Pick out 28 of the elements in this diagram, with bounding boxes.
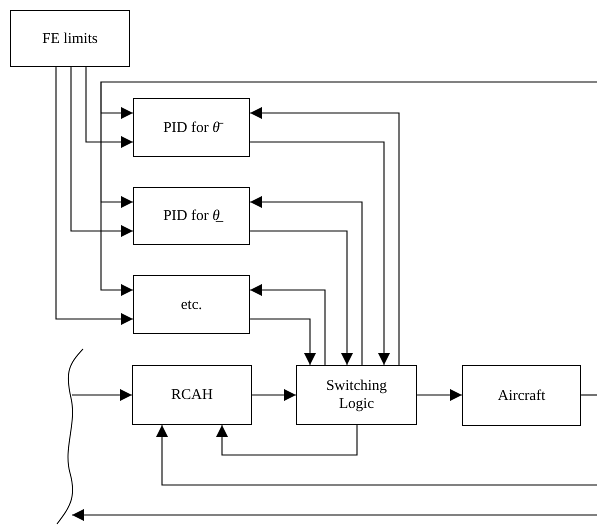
process-box [296, 365, 417, 425]
arrow [250, 196, 363, 365]
arrow [250, 230, 353, 365]
process-box [132, 365, 252, 425]
process-box [133, 98, 250, 157]
arrow [250, 284, 326, 365]
box-label: RCAH [171, 386, 213, 404]
arrow [156, 425, 597, 486]
box-label: etc. [180, 296, 202, 314]
arrow [72, 509, 597, 521]
box-label: Aircraft [498, 386, 546, 404]
arrow [55, 67, 133, 325]
arrow [216, 425, 358, 456]
box-label: FE limits [42, 30, 98, 48]
arrow [85, 67, 133, 148]
process-box [10, 10, 130, 67]
process-box [133, 187, 250, 245]
process-box [133, 275, 250, 334]
box-label: Switching Logic [325, 377, 388, 413]
arrow [252, 389, 296, 401]
arrow [250, 141, 390, 365]
arrow [72, 389, 132, 401]
arrow [250, 318, 316, 365]
arrow [250, 107, 400, 365]
process-box [462, 365, 581, 426]
wavy-break-line [56, 348, 84, 524]
arrow [70, 67, 133, 237]
arrow [417, 389, 462, 401]
